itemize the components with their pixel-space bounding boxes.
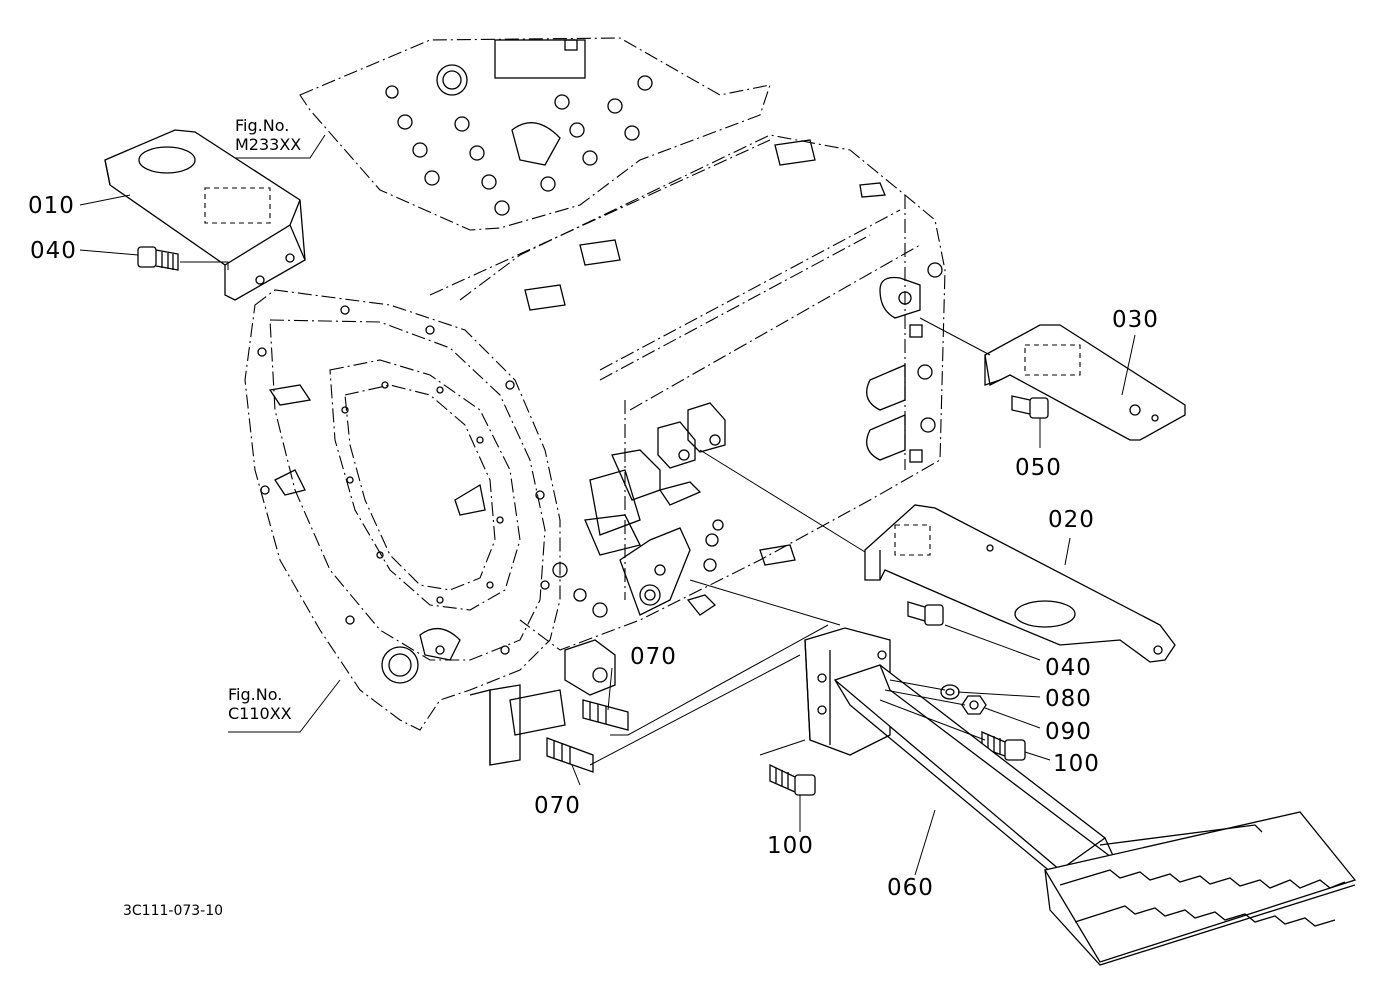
part-100-bolt-lower [769, 763, 816, 796]
part-070-stud-upper [582, 699, 629, 731]
callout-070-lower: 070 [534, 793, 581, 819]
fig-ref-top-code: M233XX [235, 135, 302, 154]
callout-010: 010 [28, 193, 75, 219]
leader-lines [79, 134, 1136, 876]
fig-ref-top-prefix: Fig.No. [235, 116, 290, 135]
clutch-housing [244, 289, 616, 766]
callout-060: 060 [887, 875, 934, 901]
part-040-bolt-upper [137, 246, 179, 271]
callout-100-right: 100 [1053, 751, 1100, 777]
part-040-bolt-lower [907, 601, 944, 626]
callout-100-lower: 100 [767, 833, 814, 859]
part-070-stud-lower [546, 737, 594, 773]
drawing-code: 3C111-073-10 [123, 903, 224, 919]
part-050-bolt [1011, 395, 1049, 419]
callout-020: 020 [1048, 507, 1095, 533]
phantom-lines [180, 261, 991, 766]
part-010-bracket [104, 129, 306, 301]
callout-040-upper: 040 [30, 238, 77, 264]
part-080-washer [940, 684, 960, 700]
callout-090: 090 [1045, 719, 1092, 745]
part-020-bracket [864, 504, 1176, 663]
fig-ref-bottom: Fig.No. C110XX [228, 685, 292, 723]
top-cover-plate [299, 37, 771, 231]
callout-070-upper: 070 [630, 644, 677, 670]
callout-050: 050 [1015, 455, 1062, 481]
transmission-case [429, 134, 946, 651]
fig-ref-bottom-prefix: Fig.No. [228, 685, 283, 704]
fig-ref-bottom-code: C110XX [228, 704, 292, 723]
part-090-nut [961, 695, 987, 715]
part-060-step [804, 627, 1357, 966]
callout-040-lower: 040 [1045, 655, 1092, 681]
part-100-bolt-right [981, 731, 1026, 761]
callout-080: 080 [1045, 686, 1092, 712]
fig-ref-top: Fig.No. M233XX [235, 116, 301, 154]
callout-030: 030 [1112, 307, 1159, 333]
part-030-bracket [984, 324, 1186, 441]
